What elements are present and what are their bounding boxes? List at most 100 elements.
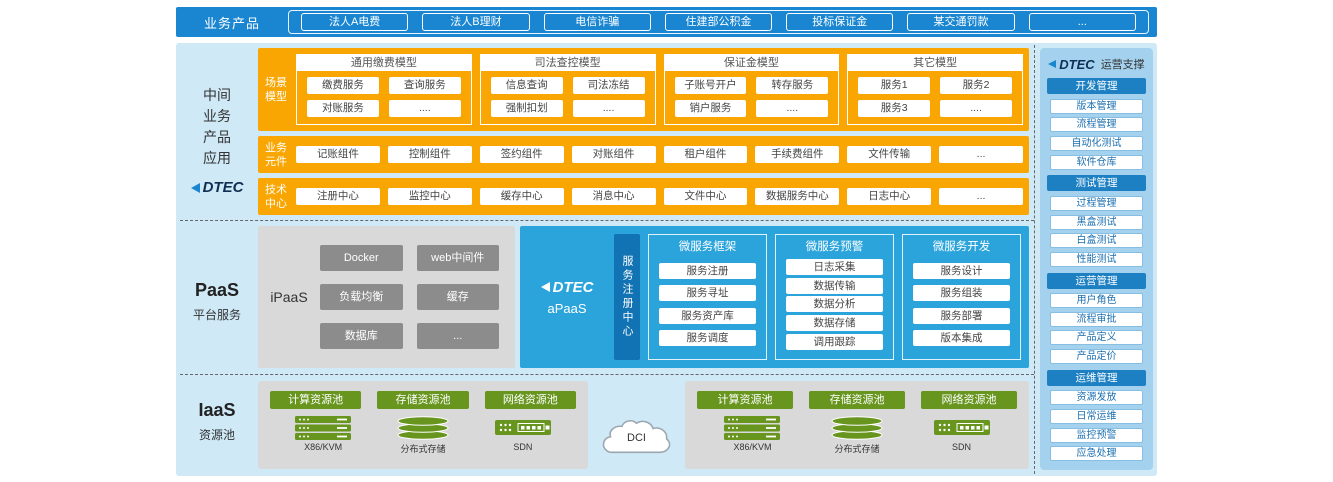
model-service-chip: 强制扣划 (490, 100, 563, 117)
product-chip: 住建部公积金 (664, 13, 773, 31)
tech-center-chip: 缓存中心 (479, 188, 564, 205)
apaas-label: aPaaS (547, 300, 587, 316)
business-products-label: 业务产品 (203, 15, 260, 31)
sidebar-brand: DTEC 运营支撑 (1040, 52, 1153, 76)
business-component-chip: 手续费组件 (755, 146, 840, 163)
hardware-row: X86/KVM 分布式存储 SDN (697, 409, 1017, 465)
ipaas-label: iPaaS (270, 289, 308, 305)
sidebar-item: 产品定价 (1050, 349, 1143, 365)
server-rack-icon (295, 416, 352, 440)
hw-compute: X86/KVM (274, 416, 372, 465)
resource-pool-chip: 存储资源池 (377, 391, 469, 409)
hw-compute: X86/KVM (701, 416, 804, 465)
dtec-logo-text: DTEC (552, 278, 594, 296)
tech-centers-row: 技术中心 注册中心监控中心缓存中心消息中心文件中心数据服务中心日志中心... (258, 178, 1029, 215)
apaas-service-chip: 服务调度 (659, 330, 756, 347)
tech-center-chip: ... (939, 188, 1023, 205)
sidebar-item: 过程管理 (1050, 195, 1143, 211)
model-service-chip: .... (572, 100, 645, 117)
scene-models-block: 场景模型 通用缴费模型 缴费服务查询服务对账服务.... 司法查控模型 信息查询… (258, 48, 1029, 131)
apaas-service-chip: 数据存储 (786, 315, 883, 332)
middle-app-label-line: 业务 (203, 108, 231, 124)
iaas-cluster-left: 计算资源池存储资源池网络资源池 X86/KVM 分布式存储 (258, 381, 588, 469)
business-component-chip: 签约组件 (479, 146, 564, 163)
dashed-separator-sidebar (1034, 45, 1035, 474)
sidebar-item: 资源发放 (1050, 390, 1143, 406)
tech-center-chip: 日志中心 (847, 188, 932, 205)
cloud-icon (602, 420, 671, 454)
model-service-chip: 服务2 (940, 77, 1012, 94)
business-components-label: 业务元件 (265, 141, 287, 168)
sidebar-title: 运营支撑 (1100, 59, 1145, 71)
service-registry-tab: 服务注册中心 (614, 234, 640, 360)
dtec-logo-text: DTEC (202, 179, 244, 196)
model-service-chip: .... (940, 100, 1012, 117)
dtec-logo: DTEC (1048, 57, 1095, 72)
middle-app-label: 中间业务产品应用 (176, 85, 258, 169)
dtec-triangle-icon (1048, 60, 1057, 68)
tech-center-chip: 监控中心 (387, 188, 472, 205)
sidebar-item: 自动化测试 (1050, 135, 1143, 151)
scene-models-label: 场景模型 (265, 76, 287, 103)
sdn-switch-icon (494, 420, 551, 435)
apaas-service-chip: 数据分析 (786, 296, 883, 313)
apaas-service-chip: 调用跟踪 (786, 334, 883, 351)
resource-pool-chip: 计算资源池 (697, 391, 793, 409)
sidebar-item: 流程审批 (1050, 311, 1143, 327)
product-chip: ... (1028, 13, 1136, 31)
business-components-row: 业务元件 记账组件控制组件签约组件对账组件租户组件手续费组件文件传输... (258, 136, 1029, 173)
dtec-logo: DTEC (176, 179, 258, 196)
model-service-chip: 查询服务 (388, 77, 461, 94)
dashed-separator-middle-paas (180, 220, 1034, 221)
product-chip: 某交通罚款 (907, 13, 1015, 31)
middle-app-label-line: 应用 (203, 150, 231, 166)
business-component-chip: 记账组件 (296, 146, 380, 163)
model-service-chip: 转存服务 (756, 77, 829, 94)
iaas-layer-label: IaaS 资源池 (198, 400, 236, 442)
model-group-title: 通用缴费模型 (297, 55, 471, 71)
sidebar-item: 日常运维 (1050, 409, 1143, 425)
product-chip: 法人B理财 (422, 13, 530, 31)
model-service-chip: .... (388, 100, 461, 117)
products-frame: 法人A电费法人B理财电信诈骗住建部公积金投标保证金某交通罚款... (288, 10, 1149, 34)
apaas-brand: DTEC aPaaS (528, 234, 606, 360)
server-rack-icon (724, 416, 781, 440)
apaas-box: DTEC aPaaS 服务注册中心 微服务框架 服务注册服务寻址服务资产库服务调… (520, 226, 1029, 368)
sidebar-item: 性能测试 (1050, 251, 1143, 267)
sidebar-group-maintenance: 运维管理 资源发放日常运维监控预警应急处理 (1040, 368, 1153, 465)
apaas-service-chip: 数据传输 (786, 277, 883, 294)
dtec-triangle-icon (190, 182, 200, 193)
tech-center-chip: 消息中心 (571, 188, 656, 205)
sidebar-group-test: 测试管理 过程管理黑盒测试白盒测试性能测试 (1040, 173, 1153, 270)
model-group-judicial: 司法查控模型 信息查询司法冻结强制扣划.... (479, 54, 656, 125)
sidebar-group-header: 运维管理 (1047, 369, 1146, 386)
tech-centers-label: 技术中心 (265, 183, 287, 210)
ipaas-service-chip: web中间件 (416, 245, 499, 271)
model-service-chip: 服务1 (858, 77, 931, 94)
ipaas-service-chip: 缓存 (416, 284, 499, 310)
microservice-warning-group: 微服务预警 日志采集数据传输数据分析数据存储调用跟踪 (775, 234, 894, 360)
apaas-service-chip: 服务注册 (659, 262, 756, 279)
hw-storage: 分布式存储 (374, 416, 472, 465)
resource-pool-chip: 网络资源池 (921, 391, 1017, 409)
microservice-dev-group: 微服务开发 服务设计服务组装服务部署版本集成 (902, 234, 1021, 360)
storage-disks-icon (397, 416, 449, 440)
model-service-chip: 司法冻结 (572, 77, 645, 94)
tech-center-chip: 文件中心 (663, 188, 748, 205)
dtec-triangle-icon (540, 282, 550, 292)
sidebar-item: 应急处理 (1050, 446, 1143, 462)
dtec-logo: DTEC (540, 278, 594, 296)
sidebar-group-dev: 开发管理 版本管理流程管理自动化测试软件仓库 (1040, 76, 1153, 173)
operations-support-sidebar: DTEC 运营支撑 开发管理 版本管理流程管理自动化测试软件仓库 测试管理 过程… (1040, 48, 1153, 470)
sidebar-group-header: 开发管理 (1047, 78, 1146, 94)
dci-cloud: DCI (595, 415, 678, 459)
middle-app-label-line: 中间 (203, 87, 231, 103)
sidebar-item: 用户角色 (1050, 293, 1143, 309)
sidebar-item: 黑盒测试 (1050, 214, 1143, 230)
tech-center-chip: 注册中心 (296, 188, 380, 205)
model-group-title: 保证金模型 (664, 55, 839, 71)
dci-label: DCI (627, 432, 646, 444)
iaas-cluster-right: 计算资源池存储资源池网络资源池 X86/KVM 分布式存储 (685, 381, 1029, 469)
resource-pool-chip: 网络资源池 (484, 391, 576, 409)
